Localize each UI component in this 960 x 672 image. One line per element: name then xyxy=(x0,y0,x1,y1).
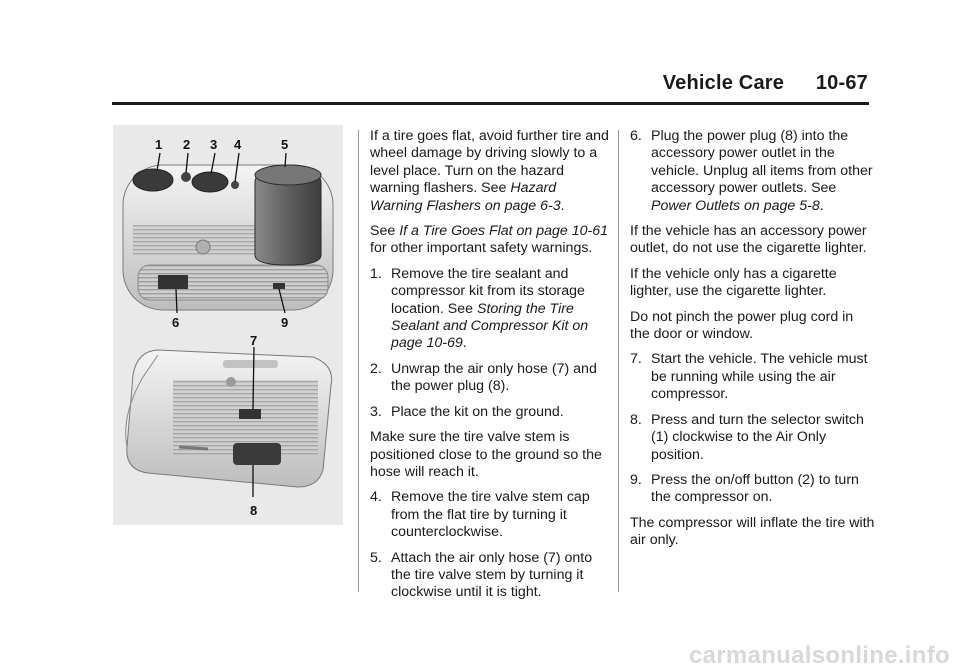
step-2: 2.Unwrap the air only hose (7) and the p… xyxy=(370,360,597,395)
step-3-note: Make sure the tire valve stem is positio… xyxy=(370,429,602,480)
safety-paragraph: See If a Tire Goes Flat on page 10-61 fo… xyxy=(370,223,609,257)
xref-storing-kit: Storing the Tire Sealant and Compressor … xyxy=(391,300,589,352)
kit-top-view: 1 2 3 4 5 6 9 xyxy=(122,137,334,330)
callout-8: 8 xyxy=(250,503,257,518)
step-1: 1.Remove the tire sealant and compressor… xyxy=(370,265,589,352)
xref-tire-flat: If a Tire Goes Flat on page 10-61 xyxy=(399,223,609,240)
text-column-2: 6.Plug the power plug (8) into the acces… xyxy=(630,128,875,558)
callout-7: 7 xyxy=(250,333,257,348)
callout-4: 4 xyxy=(234,137,242,152)
step-9-note: The compressor will inflate the tire wit… xyxy=(630,514,875,549)
callout-1: 1 xyxy=(155,137,162,152)
column-divider-right xyxy=(618,130,619,592)
page-number: 10-67 xyxy=(815,72,868,94)
watermark: carmanualsonline.info xyxy=(688,642,950,669)
step-6-note-2: If the vehicle only has a cigarette ligh… xyxy=(630,265,837,300)
text-column-1: If a tire goes flat, avoid further tire … xyxy=(370,128,610,610)
xref-power-outlets: Power Outlets on page 5-8 xyxy=(651,197,820,214)
section-title: Vehicle Care xyxy=(662,72,785,94)
callout-9: 9 xyxy=(281,315,288,330)
step-9: 9.Press the on/off button (2) to turn th… xyxy=(630,471,859,506)
step-6-note-3: Do not pinch the power plug cord in the … xyxy=(630,308,854,343)
compressor-kit-illustration: 1 2 3 4 5 6 9 7 8 xyxy=(113,125,343,525)
step-6-note-1: If the vehicle has an accessory power ou… xyxy=(630,223,867,257)
header-rule xyxy=(112,102,869,105)
step-4: 4.Remove the tire valve stem cap from th… xyxy=(370,489,590,541)
callout-2: 2 xyxy=(183,137,190,152)
column-divider-left xyxy=(358,130,359,592)
step-5: 5.Attach the air only hose (7) onto the … xyxy=(370,549,593,601)
callout-6: 6 xyxy=(172,315,179,330)
page-header: Vehicle Care 10-67 xyxy=(663,72,868,95)
step-3: 3.Place the kit on the ground. xyxy=(370,403,564,420)
xref-hazard-flashers: Hazard Warning Flashers on page 6-3 xyxy=(370,180,561,214)
callout-5: 5 xyxy=(281,137,288,152)
callout-3: 3 xyxy=(210,137,217,152)
step-6: 6.Plug the power plug (8) into the acces… xyxy=(630,128,873,214)
step-8: 8.Press and turn the selector switch (1)… xyxy=(630,411,864,463)
kit-bottom-view: 7 8 xyxy=(125,333,333,518)
intro-paragraph: If a tire goes flat, avoid further tire … xyxy=(370,128,609,214)
step-7: 7.Start the vehicle. The vehicle must be… xyxy=(630,351,868,403)
